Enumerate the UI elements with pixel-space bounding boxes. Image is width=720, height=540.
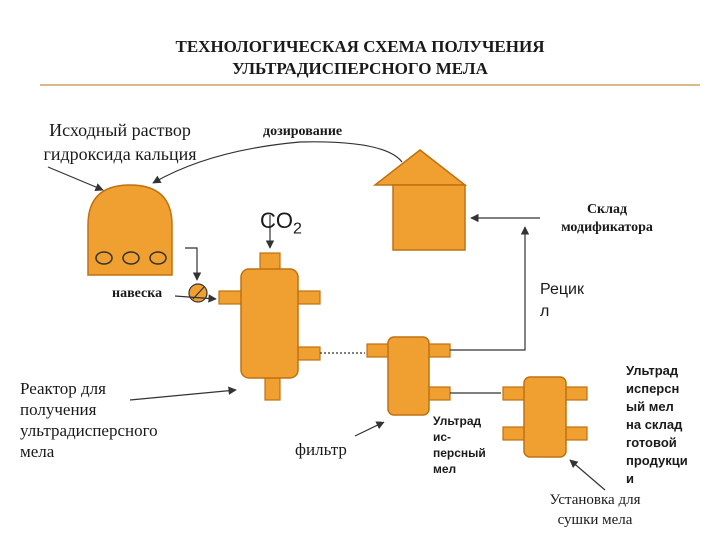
title-underline	[40, 84, 700, 86]
co2-subscript: 2	[293, 220, 302, 238]
arrow-source-to-tank	[47, 166, 104, 191]
tank-port	[95, 251, 113, 265]
modifier-store	[372, 149, 468, 251]
recycle-line	[450, 226, 530, 351]
dosing-label: дозирование	[263, 124, 343, 139]
tank-port	[149, 251, 167, 265]
dryer-label: Установка для сушки мела	[549, 492, 641, 528]
arrow-weighing-label	[174, 294, 217, 303]
source-solution-label: Исходный раствор гидроксида кальция	[43, 120, 197, 164]
product-to-warehouse-label: Ультрад исперсн ый мел на склад готовой …	[626, 363, 688, 486]
arrow-reactor-label	[129, 386, 237, 401]
dosing-curve	[152, 141, 403, 184]
arrow-filter-label	[354, 421, 385, 437]
co2-label: CO2	[260, 182, 302, 238]
dryer	[502, 376, 588, 458]
weighing-device	[188, 283, 208, 303]
tank-to-weighing-line	[185, 247, 202, 281]
co2-main: CO	[260, 208, 293, 233]
tank-port	[122, 251, 140, 265]
weighing-label: навеска	[112, 286, 163, 301]
ultrafine-chalk-label: Ультрад ис- персный мел	[433, 414, 486, 476]
arrow-dryer-label	[569, 459, 606, 491]
recycle-label: Рецик л	[540, 281, 584, 320]
filter-label: фильтр	[295, 440, 347, 459]
filter	[366, 336, 451, 416]
modifier-store-label: Склад модификатора	[561, 202, 653, 235]
reactor-label: Реактор для получения ультрадисперсного …	[20, 379, 158, 461]
reactor	[218, 252, 321, 401]
source-solution-tank	[87, 184, 173, 276]
slide-title: ТЕХНОЛОГИЧЕСКАЯ СХЕМА ПОЛУЧЕНИЯ УЛЬТРАДИ…	[175, 37, 545, 78]
